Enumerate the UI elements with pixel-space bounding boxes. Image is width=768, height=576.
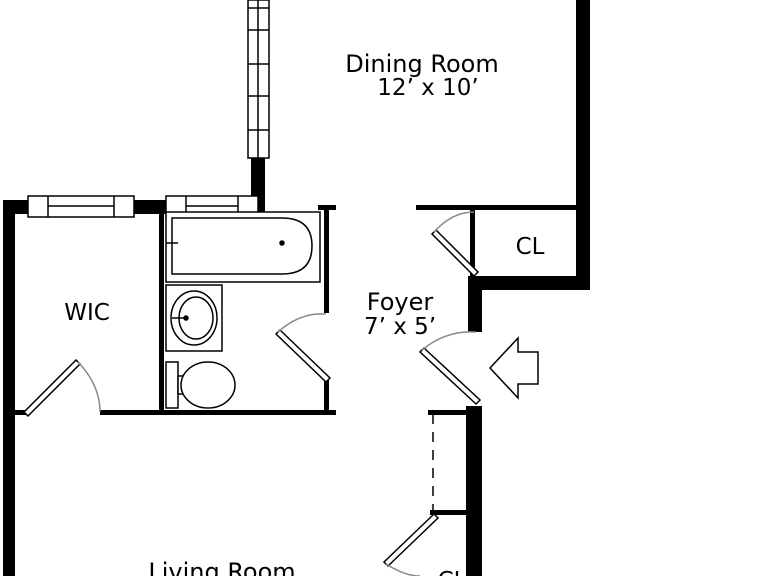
doors bbox=[22, 211, 482, 576]
wall-bath-right-upper bbox=[324, 205, 329, 313]
living-room-name: Living Room bbox=[148, 558, 295, 576]
bathtub-basin bbox=[171, 217, 313, 275]
room-labels: Dining Room 12’ x 10’ Foyer 7’ x 5’ WIC … bbox=[64, 50, 544, 576]
walls bbox=[3, 0, 590, 576]
door-bath bbox=[274, 313, 332, 384]
wall-wic-bottom-right bbox=[100, 410, 164, 415]
door-wic bbox=[22, 358, 101, 418]
wall-closet-top bbox=[416, 205, 590, 210]
wall-bath-top-ledge bbox=[318, 205, 336, 210]
door-closet-top bbox=[430, 211, 480, 278]
closet-bottom-name: CL bbox=[438, 568, 467, 576]
wall-bath-bottom bbox=[162, 410, 336, 415]
entry-arrow-icon bbox=[488, 336, 539, 400]
wall-dining-right bbox=[576, 0, 590, 290]
wall-foyer-right-lower bbox=[466, 406, 482, 576]
door-entry bbox=[418, 331, 482, 406]
wall-lower-closet-top bbox=[430, 510, 470, 515]
toilet-bowl bbox=[180, 361, 236, 409]
bathtub-drain bbox=[279, 240, 285, 246]
foyer-name: Foyer bbox=[367, 288, 434, 316]
door-closet-bottom bbox=[382, 512, 440, 576]
wall-foyer-right-upper bbox=[468, 276, 482, 332]
interior-walls bbox=[14, 205, 590, 515]
bath-fixtures bbox=[165, 211, 321, 409]
wall-left-exterior bbox=[3, 200, 15, 576]
windows bbox=[27, 0, 270, 218]
closet-top-name: CL bbox=[516, 234, 545, 260]
wall-closet-bottom bbox=[468, 276, 590, 290]
toilet-tank bbox=[165, 361, 179, 409]
foyer-size: 7’ x 5’ bbox=[364, 314, 436, 340]
wic-name: WIC bbox=[64, 300, 110, 326]
dining-room-size: 12’ x 10’ bbox=[377, 75, 478, 101]
wall-closet-left bbox=[470, 205, 475, 285]
wall-wic-bath bbox=[159, 212, 164, 414]
dining-room-name: Dining Room bbox=[345, 50, 498, 78]
wall-wic-bottom-left bbox=[14, 410, 26, 415]
wall-foyer-lower-ledge bbox=[428, 410, 468, 415]
wall-bath-right-lower bbox=[324, 380, 329, 414]
